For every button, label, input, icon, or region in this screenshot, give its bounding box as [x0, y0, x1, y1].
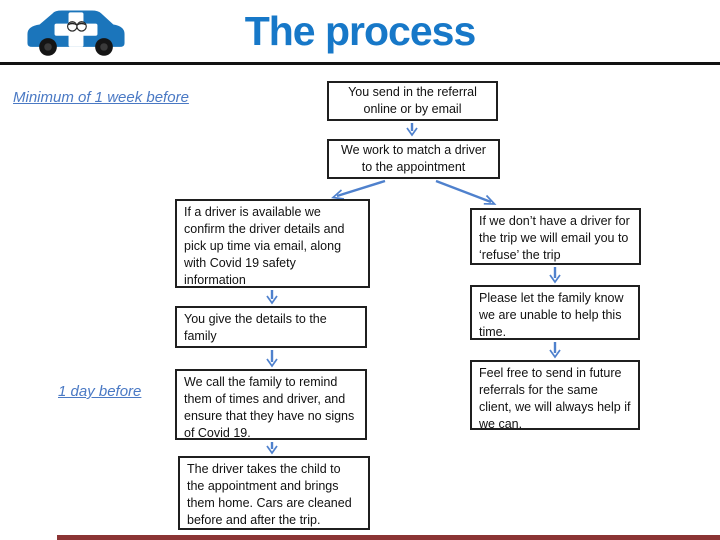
- flow-node-driver-takes-child: The driver takes the child to the appoin…: [178, 456, 370, 530]
- footer-accent-bar: [57, 535, 720, 540]
- flow-node-driver-available: If a driver is available we confirm the …: [175, 199, 370, 288]
- flow-node-no-driver: If we don’t have a driver for the trip w…: [470, 208, 641, 265]
- flow-node-call-family: We call the family to remind them of tim…: [175, 369, 367, 440]
- flow-node-unable-to-help: Please let the family know we are unable…: [470, 285, 640, 340]
- flow-node-give-details: You give the details to the family: [175, 306, 367, 348]
- flow-node-future-referrals: Feel free to send in future referrals fo…: [470, 360, 640, 431]
- flow-node-referral: You send in the referral online or by em…: [327, 81, 498, 121]
- page-title: The process: [244, 8, 477, 54]
- medical-car-icon: [27, 10, 125, 56]
- flow-node-match-driver: We work to match a driver to the appoint…: [327, 139, 500, 179]
- header-divider: [0, 62, 720, 65]
- timeline-label-week: Minimum of 1 week before: [13, 89, 189, 106]
- timeline-label-day: 1 day before: [58, 383, 142, 400]
- slide-header: The process: [0, 0, 720, 62]
